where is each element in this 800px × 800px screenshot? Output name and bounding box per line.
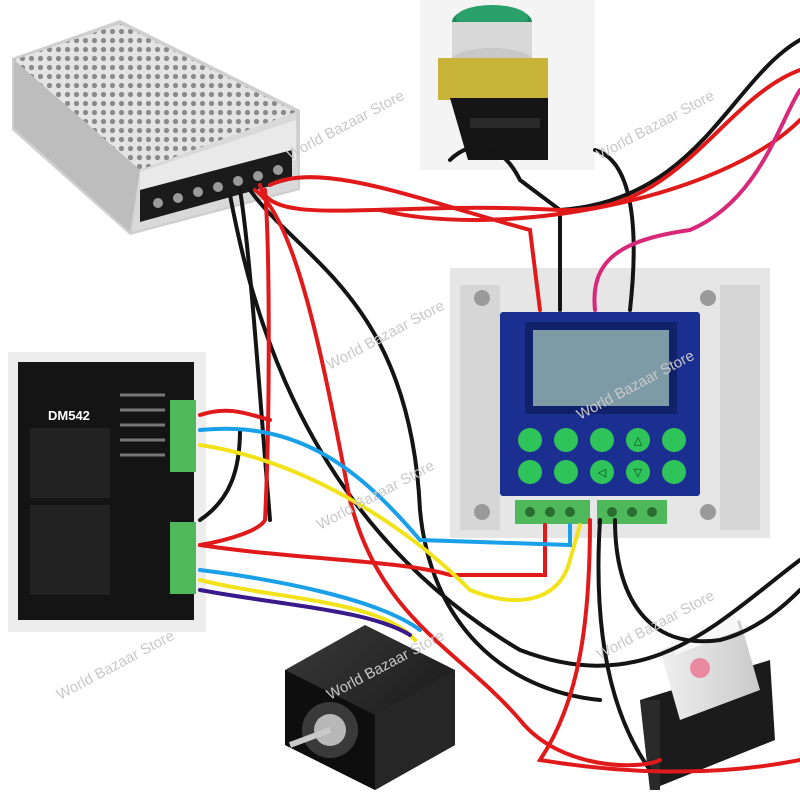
wire-red-3: [268, 175, 542, 312]
wire-yellow-2: [198, 578, 417, 642]
controller-key-up-label: △: [634, 434, 643, 447]
wire-black-3: [248, 188, 602, 702]
wire-red-8: [378, 118, 800, 222]
wire-magenta-1: [592, 88, 800, 312]
relay: [640, 615, 775, 790]
controller-key-left: [590, 460, 614, 484]
controller-terminals: [515, 500, 667, 524]
controller-keypad: △ ◁ ▽: [518, 428, 686, 484]
wire-black-5: [558, 38, 800, 212]
push-button-switch: [420, 0, 595, 170]
wire-yellow-1: [198, 443, 582, 602]
wire-red-6: [198, 408, 272, 422]
wire-black-7: [613, 518, 800, 644]
power-supply-terminal-block: [140, 150, 292, 222]
stepper-driver: DM542: [8, 352, 206, 632]
controller-key-down-label: ▽: [634, 466, 643, 479]
wire-blue-2: [198, 568, 422, 632]
controller-key-7: [554, 460, 578, 484]
controller-key-up: [626, 428, 650, 452]
controller-key-down: [626, 460, 650, 484]
stepper-motor: [285, 625, 455, 790]
controller-key-10: [662, 460, 686, 484]
controller-lcd-screen: [533, 330, 669, 406]
driver-signal-terminals: [170, 400, 196, 472]
controller-key-1: [518, 428, 542, 452]
wire-black-4: [448, 145, 562, 312]
wire-red-1: [258, 68, 800, 213]
power-supply: [12, 20, 300, 235]
wire-black-9: [198, 428, 242, 522]
watermark-3: World Bazaar Store: [324, 297, 447, 373]
driver-model-label: DM542: [48, 408, 90, 423]
wire-blue-1: [198, 426, 572, 548]
wire-red-5: [198, 523, 547, 577]
driver-power-terminals: [170, 522, 196, 594]
wire-red-4: [198, 188, 271, 547]
watermark-2: World Bazaar Store: [284, 87, 407, 163]
programmable-controller: △ ◁ ▽: [450, 268, 770, 538]
controller-key-2: [554, 428, 578, 452]
controller-key-5: [662, 428, 686, 452]
wiring: [198, 38, 800, 774]
controller-key-3: [590, 428, 614, 452]
watermark-7: World Bazaar Store: [54, 627, 177, 703]
controller-key-6: [518, 460, 542, 484]
wire-red-2: [253, 188, 662, 768]
wire-red-7: [536, 518, 800, 774]
controller-key-left-label: ◁: [598, 466, 607, 479]
wire-black-8: [596, 518, 652, 772]
wire-black-2: [228, 193, 800, 668]
wire-purple-1: [198, 588, 412, 637]
